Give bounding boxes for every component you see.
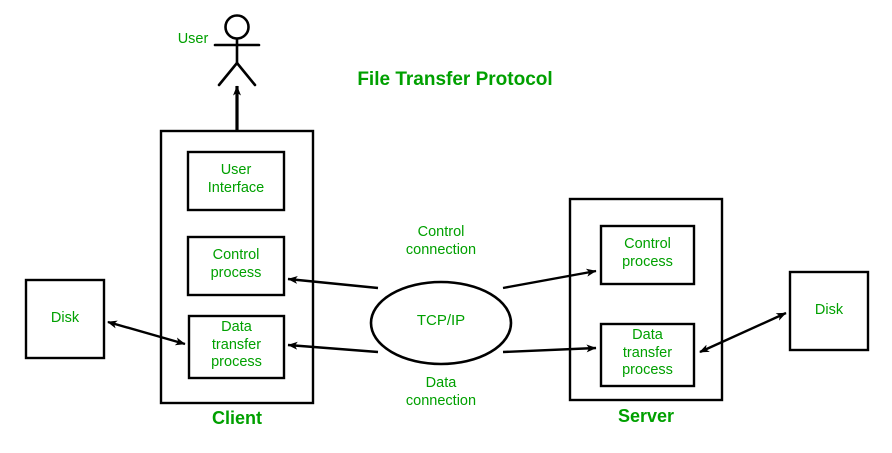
tcpip-network-ellipse bbox=[369, 280, 513, 366]
server-disk-label: Disk bbox=[814, 302, 844, 318]
control-connection-client-line bbox=[287, 275, 379, 290]
client-data-transfer-process-label: Data transfer process bbox=[211, 319, 262, 371]
client-user-interface-label: User Interface bbox=[207, 162, 265, 196]
server-data-transfer-process-box bbox=[599, 322, 696, 388]
control-connection-label: Control connection bbox=[405, 224, 477, 258]
client-user-interface-box bbox=[186, 150, 286, 212]
client-control-process-label: Control process bbox=[210, 247, 262, 281]
server-title: Server bbox=[617, 406, 675, 426]
server-disk-box bbox=[788, 270, 870, 352]
server-data-transfer-process-label: Data transfer process bbox=[622, 327, 673, 379]
data-connection-client-line bbox=[287, 341, 379, 354]
server-control-process-box bbox=[599, 224, 696, 286]
data-connection-server-line bbox=[502, 344, 597, 354]
client-disk-box bbox=[24, 278, 106, 360]
actor-label: User bbox=[177, 31, 209, 47]
control-connection-server-line bbox=[502, 268, 597, 290]
client-disk-connection bbox=[107, 320, 186, 346]
client-data-transfer-process-box bbox=[187, 314, 286, 380]
data-connection-label: Data connection bbox=[405, 375, 477, 409]
client-disk-label: Disk bbox=[50, 310, 80, 326]
stick-figure-icon bbox=[213, 14, 261, 87]
client-control-process-box bbox=[186, 235, 286, 297]
tcpip-label: TCP/IP bbox=[416, 312, 466, 329]
page-title: File Transfer Protocol bbox=[357, 69, 553, 90]
client-title: Client bbox=[211, 408, 262, 428]
server-disk-connection bbox=[699, 311, 787, 354]
server-control-process-label: Control process bbox=[622, 236, 673, 270]
